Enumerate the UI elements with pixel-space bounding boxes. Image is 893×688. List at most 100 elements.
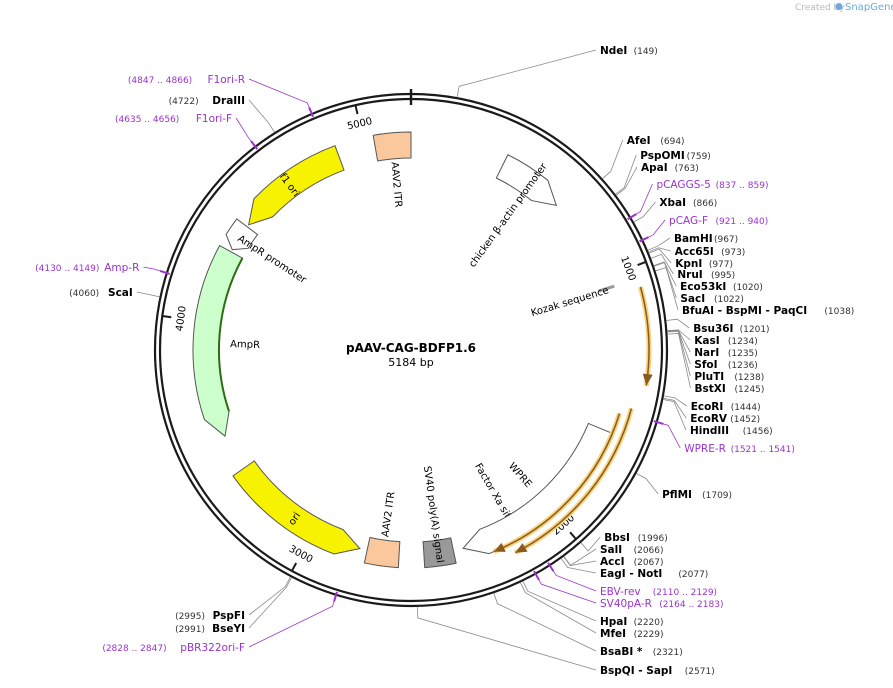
enzyme-site-hpai: HpaI (2220) [522, 581, 664, 628]
site-name: pCAGGS-5 [656, 179, 710, 191]
enzyme-site-sfoi: SfoI(1236) [667, 330, 758, 371]
tick-label: 5000 [346, 116, 373, 132]
primer-site-sv40pa-r: SV40pA-R(2164 .. 2183) [533, 570, 723, 610]
chicken-actin-promoter-arrow [495, 154, 558, 207]
site-position: (763) [675, 164, 699, 174]
site-position: (1452) [730, 415, 760, 425]
site-name: BstXI [694, 383, 725, 395]
leader-line [235, 117, 256, 147]
site-name: NruI [677, 269, 702, 281]
site-position: (149) [634, 47, 658, 57]
site-name: HpaI [600, 616, 627, 628]
leader-line [633, 201, 656, 223]
enzyme-site-bfuai-bspmi-paqci: BfuAI - BspMI - PaqCI(1038) [655, 267, 854, 317]
site-name: pCAG-F [669, 215, 708, 227]
site-name: PluTI [694, 371, 724, 383]
ampr-promoter-label: AmpR promoter [235, 233, 308, 286]
leader-line [642, 219, 666, 241]
site-position: (2321) [653, 648, 683, 658]
snapgene-credit: Created by SnapGene [795, 2, 893, 13]
leader-line [657, 421, 681, 449]
site-name: XbaI [659, 197, 686, 209]
site-name: Eco53kI [680, 281, 726, 293]
site-position: (967) [714, 235, 738, 245]
site-name: BamHI [674, 233, 713, 245]
site-position: (2220) [634, 618, 664, 628]
site-name: KpnI [675, 258, 702, 270]
leader-line [248, 576, 291, 616]
tick-mark [162, 315, 172, 319]
site-name: EagI - NotI [600, 568, 662, 580]
site-position: (4635 .. 4656) [115, 115, 179, 125]
leader-line [647, 237, 671, 251]
site-position: (1456) [743, 427, 773, 437]
site-name: BfuAI - BspMI - PaqCI [682, 305, 807, 317]
site-name: Bsu36I [693, 323, 733, 335]
enzyme-site-pluti: PluTI (1238) [667, 330, 764, 383]
primer-site-pcag-f: pCAG-F(921 .. 940) [639, 215, 768, 243]
site-position: (1245) [734, 385, 764, 395]
enzyme-site-ecori: EcoRI(1444) [663, 395, 761, 413]
enzyme-site-bseyi: BseYI(2991) [175, 577, 292, 635]
site-name: SfoI [694, 359, 717, 371]
primer-site-f1ori-r: F1ori-R(4847 .. 4866) [128, 74, 314, 118]
leader-line [667, 330, 691, 377]
site-name: PflMI [662, 489, 692, 501]
site-labels: NdeI(149)AfeI(694)PspOMI(759)ApaI(763)pC… [35, 45, 854, 677]
tick-label: 1000 [618, 255, 637, 283]
tick-mark [290, 562, 298, 572]
enzyme-site-mfei: MfeI(2229) [520, 582, 664, 640]
site-position: (2995) [175, 612, 205, 622]
tick-label: 4000 [174, 305, 188, 332]
leader-line [560, 558, 597, 574]
site-position: (995) [711, 271, 735, 281]
enzyme-site-eco53ki: Eco53kI(1020) [653, 261, 763, 293]
site-name: EBV-rev [600, 586, 641, 598]
aav2-itr-box [372, 131, 412, 162]
leader-line [636, 472, 659, 495]
aav2-itr-label: AAV2 ITR [389, 161, 404, 208]
aav2-itr-label: AAV2 ITR [380, 491, 397, 538]
enzyme-site-pspfi: PspFI(2995) [175, 576, 291, 622]
site-name: NdeI [600, 45, 627, 57]
primer-site-f1ori-f: F1ori-F (4635 .. 4656) [115, 113, 259, 150]
ampr-orf-track [218, 257, 244, 412]
site-position: (1521 .. 1541) [731, 445, 795, 455]
primer-site-ebv-rev: EBV-rev(2110 .. 2129) [547, 562, 717, 598]
enzyme-site-pspomi: PspOMI(759) [615, 150, 711, 195]
leader-line [648, 248, 672, 264]
site-position: (4722) [169, 97, 199, 107]
site-position: (2229) [634, 630, 664, 640]
leader-line [602, 139, 624, 179]
site-name: ScaI [108, 287, 133, 299]
leader-line [417, 606, 597, 671]
site-name: WPRE-R [684, 443, 726, 455]
enzyme-site-acci: AccI(2067) [563, 556, 664, 568]
primer-site-amp-r: Amp-R(4130 .. 4149) [35, 262, 171, 275]
site-name: AfeI [627, 135, 651, 147]
site-name: BsaBI * [600, 646, 643, 658]
leader-line [666, 318, 690, 329]
leader-line [522, 581, 597, 622]
sv40-poly-a-signal-box [422, 537, 457, 569]
enzyme-site-xbai: XbaI(866) [633, 197, 717, 223]
tick-mark [569, 531, 577, 540]
plasmid-center-title: pAAV-CAG-BDFP1.6 5184 bp [346, 341, 476, 369]
orf-arrowhead [493, 542, 506, 552]
enzyme-site-bspqi-sapi: BspQI - SapI(2571) [417, 606, 715, 677]
site-name: Amp-R [104, 262, 139, 274]
enzyme-site-bsabi: BsaBI * (2321) [493, 593, 683, 658]
site-name: AccI [600, 556, 624, 568]
site-position: (1238) [734, 373, 764, 383]
site-name: F1ori-F [196, 113, 232, 125]
site-position: (2066) [634, 546, 664, 556]
plasmid-backbone [153, 89, 669, 608]
enzyme-site-bbsi: BbsI(1996) [580, 532, 668, 552]
wpre-label: WPRE [506, 461, 533, 490]
site-position: (694) [660, 137, 684, 147]
site-position: (837 .. 859) [716, 181, 769, 191]
